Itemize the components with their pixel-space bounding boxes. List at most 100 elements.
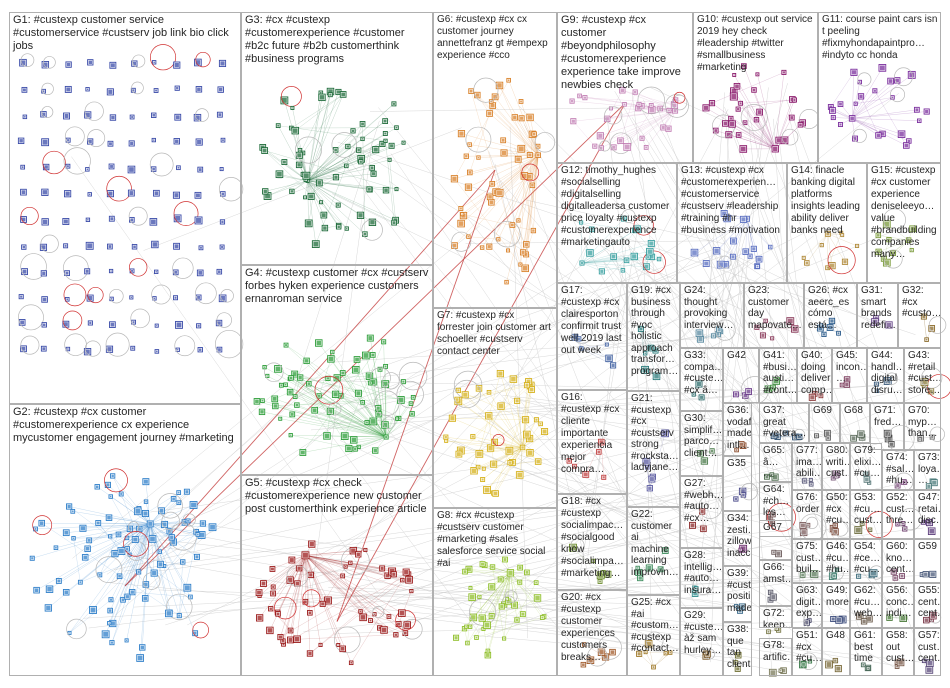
node-fill: [404, 622, 410, 628]
node-fill: [492, 440, 497, 445]
edge: [852, 118, 879, 136]
node-fill: [298, 375, 302, 380]
node-fill: [197, 139, 202, 145]
node-fill: [336, 90, 341, 94]
group-panel-g27: G27: #webh… #auto… #cx…: [680, 476, 723, 548]
edge: [746, 218, 751, 257]
node-fill: [66, 62, 71, 67]
group-panel-g6: G6: #custexp #cx cx customer journey ann…: [433, 12, 557, 308]
edge: [512, 224, 527, 245]
node-fill: [34, 528, 37, 530]
node-fill: [304, 359, 309, 363]
edge: [305, 555, 321, 645]
edge: [267, 180, 308, 197]
node-fill: [195, 115, 200, 120]
edge: [597, 243, 818, 386]
edge: [458, 390, 526, 420]
group-label-g2: G2: #custexp #cx customer #customerexper…: [13, 406, 234, 444]
node-fill: [383, 119, 387, 123]
node-fill: [658, 107, 662, 110]
node-fill: [880, 132, 885, 136]
edge: [518, 105, 898, 482]
node-fill: [524, 432, 530, 437]
node-fill: [398, 397, 404, 403]
group-panel-g33: G33: compa… #custe… #cx â…: [680, 348, 723, 411]
edge: [398, 591, 412, 625]
node-fill: [667, 109, 670, 112]
node-fill: [66, 87, 71, 92]
edge: [270, 608, 291, 631]
edge: [494, 96, 539, 156]
edge: [73, 538, 81, 583]
edge: [516, 410, 734, 438]
edge: [483, 572, 511, 630]
node-fill: [31, 557, 34, 560]
edge: [390, 153, 734, 660]
node-fill: [373, 147, 378, 152]
node-fill: [370, 220, 375, 225]
self-loop: [302, 589, 321, 608]
node-fill: [143, 479, 148, 484]
edge: [69, 506, 191, 598]
group-label-g1: G1: #custexp customer service #customers…: [13, 14, 229, 52]
node-fill: [752, 88, 756, 92]
edge: [603, 261, 701, 449]
node-fill: [63, 322, 68, 327]
edge: [501, 572, 511, 607]
node-fill: [110, 217, 114, 221]
node-fill: [107, 347, 112, 352]
self-loop: [374, 390, 400, 416]
node-fill: [726, 132, 731, 137]
edge: [641, 110, 676, 139]
node-fill: [526, 174, 532, 179]
node-fill: [288, 638, 293, 642]
node-fill: [174, 296, 177, 299]
self-loop: [633, 215, 654, 236]
node-fill: [21, 217, 26, 222]
node-fill: [520, 100, 522, 103]
edge: [526, 155, 539, 245]
edge: [486, 447, 523, 491]
edge: [852, 118, 907, 146]
node-fill: [733, 74, 735, 76]
edge: [489, 113, 539, 156]
edge: [851, 90, 876, 119]
node-fill: [580, 261, 584, 265]
self-loop: [216, 312, 232, 328]
node-fill: [126, 547, 129, 551]
node-fill: [503, 637, 505, 640]
node-fill: [87, 219, 89, 221]
edge: [643, 264, 652, 645]
node-fill: [385, 436, 388, 439]
node-fill: [600, 269, 604, 273]
node-fill: [371, 172, 376, 176]
edge: [307, 91, 331, 181]
group-label-g48: G48: [826, 630, 845, 641]
node-fill: [158, 562, 163, 567]
node-fill: [262, 148, 267, 153]
edge: [757, 74, 776, 149]
group-panel-g20: G20: #cx #custexp customer experiences c…: [557, 590, 627, 676]
edge: [298, 419, 525, 580]
edge: [738, 99, 793, 110]
self-loop: [286, 565, 309, 587]
edge: [509, 419, 537, 463]
edge: [487, 572, 511, 656]
node-fill: [471, 468, 477, 473]
node-fill: [159, 550, 161, 553]
edge: [344, 341, 384, 437]
inter-group-edges: [71, 83, 932, 671]
edge: [302, 354, 373, 453]
group-panel-g10: G10: #custexp out service 2019 hey check…: [693, 12, 818, 163]
node-fill: [384, 140, 387, 142]
node-fill: [67, 165, 69, 168]
node-fill: [135, 508, 141, 514]
edge: [491, 176, 530, 203]
node-fill: [86, 88, 89, 90]
group-label-g32: G32: #cx #custo…: [902, 285, 941, 319]
edge: [262, 400, 387, 438]
node-fill: [309, 573, 313, 577]
node-fill: [525, 571, 529, 574]
group-panel-g15: G15: #custexp #cx customer experience de…: [867, 163, 941, 283]
node-fill: [221, 168, 223, 170]
